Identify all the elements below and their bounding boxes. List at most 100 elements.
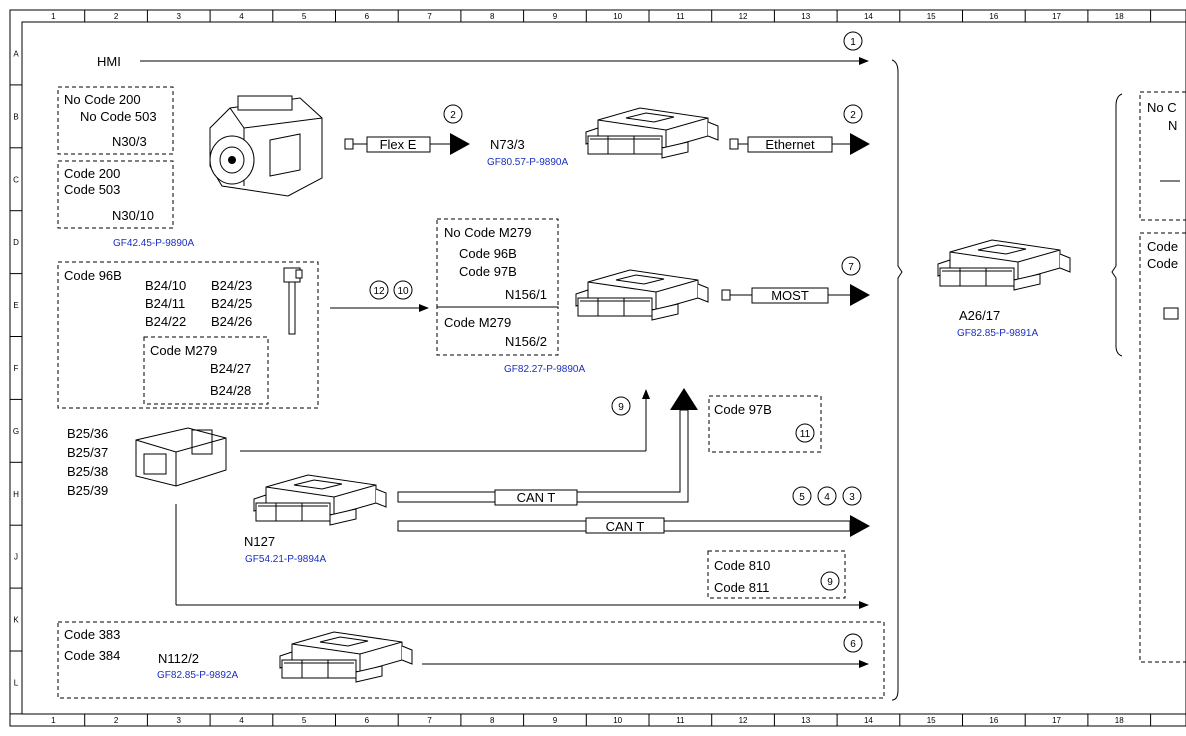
circle-9b: 9	[827, 577, 833, 588]
a26-17-label: A26/17	[959, 308, 1000, 323]
ref-gf82-85-a: GF82.85-P-9891A	[957, 328, 1038, 339]
ruler-row-label: J	[14, 553, 18, 562]
ruler-col-label: 17	[1052, 716, 1061, 725]
code810-label: Code 810	[714, 558, 770, 573]
b24-22-label: B24/22	[145, 314, 186, 329]
ruler-row-label: G	[13, 427, 19, 436]
ecu-n112-2	[279, 631, 413, 683]
ruler-col-label: 13	[801, 716, 810, 725]
ruler-col-label: 10	[613, 716, 622, 725]
ruler-col-label: 4	[239, 12, 244, 21]
ruler-row-label: D	[13, 238, 19, 247]
ref-gf42: GF42.45-P-9890A	[113, 238, 194, 249]
ruler-row-label: E	[13, 301, 18, 310]
b25-39-label: B25/39	[67, 483, 108, 498]
ruler-row-label: B	[13, 112, 18, 121]
ruler-col-label: 1	[51, 716, 56, 725]
ruler-col-label: 15	[927, 716, 936, 725]
ruler-col-label: 3	[177, 12, 182, 21]
right-code1-label: Code	[1147, 239, 1178, 254]
ruler-col-label: 2	[114, 716, 119, 725]
b24-28-label: B24/28	[210, 383, 251, 398]
ruler-col-label: 5	[302, 716, 307, 725]
circle-10: 10	[397, 286, 409, 297]
right-n-label: N	[1168, 118, 1177, 133]
n112-2-label: N112/2	[158, 651, 199, 666]
ref-gf54: GF54.21-P-9894A	[245, 554, 326, 565]
bus-ethernet: Ethernet	[765, 137, 815, 152]
right-code2-label: Code	[1147, 256, 1178, 271]
bus-most: MOST	[771, 288, 809, 303]
bus-flexe: Flex E	[380, 137, 417, 152]
ruler-col-label: 4	[239, 716, 244, 725]
ruler-col-label: 9	[553, 12, 558, 21]
b24-27-label: B24/27	[210, 361, 251, 376]
ruler-col-label: 5	[302, 12, 307, 21]
n30-3-label: N30/3	[112, 134, 147, 149]
circle-2a: 2	[450, 110, 456, 121]
bus-cant2: CAN T	[606, 519, 645, 534]
b24-26-label: B24/26	[211, 314, 252, 329]
circle-9a: 9	[618, 402, 624, 413]
ruler-col-label: 12	[739, 716, 748, 725]
nocodem279-label: No Code M279	[444, 225, 531, 240]
ecu-n156	[575, 269, 709, 321]
b24-25-label: B24/25	[211, 296, 252, 311]
ref-gf80: GF80.57-P-9890A	[487, 157, 568, 168]
ruler-row-label: F	[14, 364, 19, 373]
code200-label: Code 200	[64, 166, 120, 181]
code97b-label: Code 97B	[459, 264, 517, 279]
ruler-row-label: A	[13, 49, 19, 58]
circle-12: 12	[373, 286, 385, 297]
ruler-col-label: 2	[114, 12, 119, 21]
b24-11-label: B24/11	[145, 296, 185, 311]
right-nocode-label: No C	[1147, 100, 1177, 115]
code96b-2-label: Code 96B	[459, 246, 517, 261]
pump-unit-image	[209, 95, 323, 197]
ruler-col-label: 16	[989, 716, 998, 725]
ruler-col-label: 1	[51, 12, 56, 21]
ruler-col-label: 13	[801, 12, 810, 21]
ruler-col-label: 16	[989, 12, 998, 21]
frame: 1122334455667788991010111112121313141415…	[9, 9, 1186, 727]
circle-11: 11	[800, 429, 811, 440]
code811-label: Code 811	[714, 580, 769, 595]
ref-gf82-27: GF82.27-P-9890A	[504, 364, 585, 375]
ruler-col-label: 15	[927, 12, 936, 21]
n156-1-label: N156/1	[505, 287, 547, 302]
circle-4: 4	[824, 492, 830, 503]
ruler-col-label: 6	[365, 12, 370, 21]
ruler-col-label: 18	[1115, 12, 1124, 21]
n73-3-label: N73/3	[490, 137, 525, 152]
code96b-label: Code 96B	[64, 268, 122, 283]
code503-label: Code 503	[64, 182, 120, 197]
n30-10-label: N30/10	[112, 208, 154, 223]
codem279-2-label: Code M279	[444, 315, 511, 330]
n127-label: N127	[244, 534, 275, 549]
ruler-col-label: 9	[553, 716, 558, 725]
ecu-a26-17	[937, 239, 1071, 291]
b25-38-label: B25/38	[67, 464, 108, 479]
code97b-box-label: Code 97B	[714, 402, 772, 417]
n156-2-label: N156/2	[505, 334, 547, 349]
ruler-col-label: 17	[1052, 12, 1061, 21]
code384-label: Code 384	[64, 648, 120, 663]
ruler-col-label: 8	[490, 12, 495, 21]
circle-5: 5	[799, 492, 805, 503]
ruler-col-label: 14	[864, 716, 873, 725]
circle-6: 6	[850, 639, 856, 650]
code383-label: Code 383	[64, 627, 120, 642]
ruler-row-label: L	[14, 678, 19, 687]
ruler-col-label: 7	[427, 12, 432, 21]
codem279-label: Code M279	[150, 343, 217, 358]
ecu-n127	[253, 474, 387, 526]
ruler-col-label: 7	[427, 716, 432, 725]
ref-gf82-85-b: GF82.85-P-9892A	[157, 670, 238, 681]
circle-2b: 2	[850, 110, 856, 121]
circle-3: 3	[849, 492, 855, 503]
bus-cant1: CAN T	[517, 490, 556, 505]
b24-10-label: B24/10	[145, 278, 186, 293]
ruler-row-label: H	[13, 490, 19, 499]
b25-sensor-image	[135, 427, 227, 487]
